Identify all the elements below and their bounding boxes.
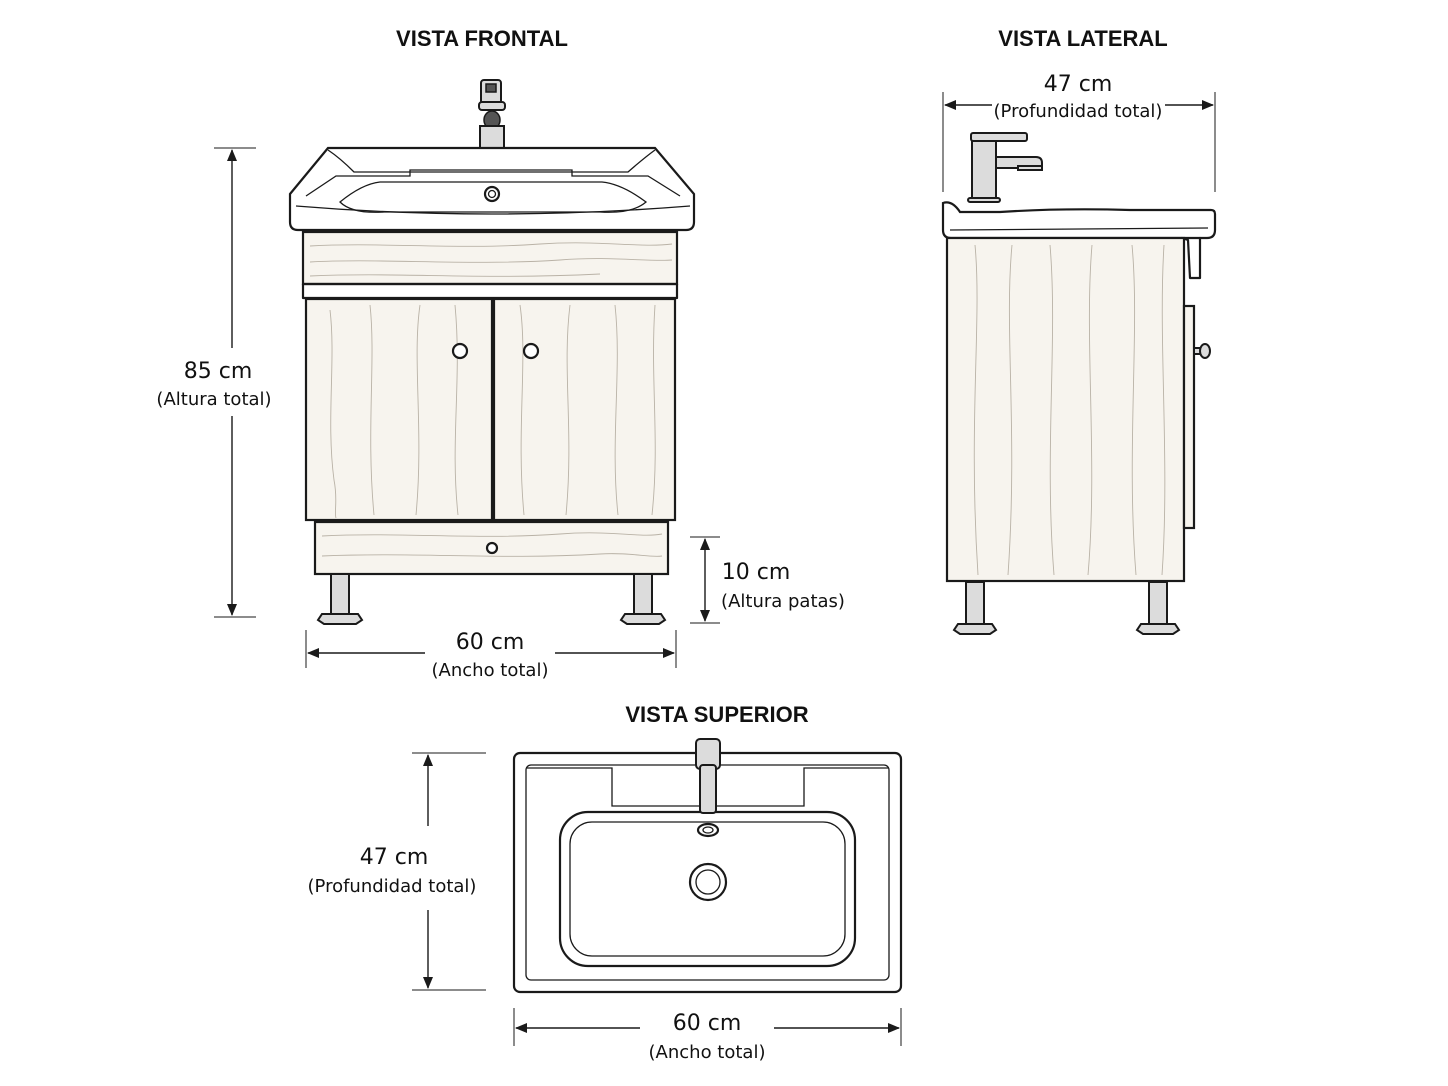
cabinet-side bbox=[945, 236, 1211, 583]
front-width-dimension: 60 cm (Ancho total) bbox=[305, 630, 677, 681]
leg-height-dimension: 10 cm (Altura patas) bbox=[690, 536, 845, 624]
legs-front bbox=[316, 573, 667, 625]
faucet-top bbox=[695, 738, 721, 814]
top-depth-value: 47 cm bbox=[360, 845, 429, 870]
top-depth-note: (Profundidad total) bbox=[308, 876, 477, 897]
front-width-value: 60 cm bbox=[456, 630, 525, 655]
side-view-title: VISTA LATERAL bbox=[998, 26, 1167, 51]
height-note: (Altura total) bbox=[156, 389, 271, 410]
top-view-title: VISTA SUPERIOR bbox=[625, 702, 808, 727]
top-width-note: (Ancho total) bbox=[649, 1042, 766, 1063]
leg-height-note: (Altura patas) bbox=[721, 591, 845, 612]
top-depth-dimension: 47 cm (Profundidad total) bbox=[308, 752, 486, 991]
side-depth-note: (Profundidad total) bbox=[994, 101, 1163, 122]
side-view: VISTA LATERAL 47 cm (Profundidad total) bbox=[941, 26, 1217, 635]
cabinet-front bbox=[301, 230, 679, 576]
side-depth-value: 47 cm bbox=[1044, 72, 1113, 97]
front-view-title: VISTA FRONTAL bbox=[396, 26, 568, 51]
height-dimension: 85 cm (Altura total) bbox=[156, 147, 272, 618]
side-depth-dimension: 47 cm (Profundidad total) bbox=[942, 72, 1216, 192]
height-value: 85 cm bbox=[184, 359, 253, 384]
front-width-note: (Ancho total) bbox=[432, 660, 549, 681]
top-width-value: 60 cm bbox=[673, 1011, 742, 1036]
top-width-dimension: 60 cm (Ancho total) bbox=[513, 1008, 902, 1063]
basin-front bbox=[288, 146, 696, 232]
leg-height-value: 10 cm bbox=[722, 560, 791, 585]
top-view: VISTA SUPERIOR 47 cm (Profundidad total) bbox=[308, 702, 903, 1063]
faucet-side bbox=[967, 132, 1043, 203]
front-view: VISTA FRONTAL bbox=[156, 26, 845, 681]
legs-side bbox=[952, 581, 1181, 635]
